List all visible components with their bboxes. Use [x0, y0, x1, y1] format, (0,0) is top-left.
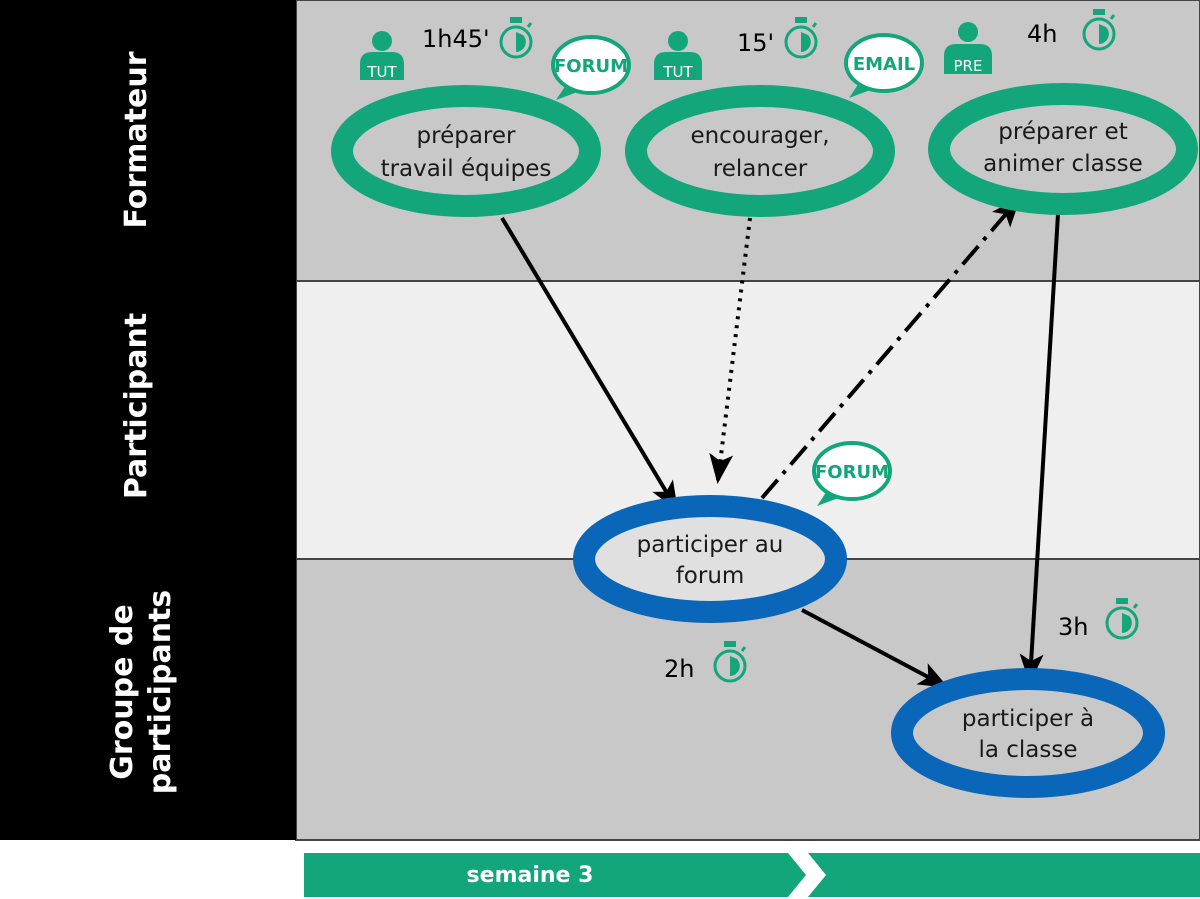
person-tut-icon: TUT [654, 31, 702, 81]
badge-pre: PRE [954, 57, 983, 75]
duration-label: 4h [1027, 20, 1057, 48]
timeline-next-week [808, 853, 1200, 897]
lane-label-groupe-line1: Groupe de [105, 604, 140, 779]
node-encourager[interactable]: encourager, relancer [625, 85, 895, 217]
arrow-forum-to-classe [801, 608, 949, 688]
bubble-label: EMAIL [853, 54, 915, 75]
person-tut-icon: TUT [360, 31, 404, 81]
timeline-week-label: semaine 3 [467, 863, 594, 888]
stopwatch-icon [784, 17, 818, 59]
node-label-line: animer classe [983, 151, 1143, 177]
stopwatch-icon [1105, 598, 1139, 640]
node-label-line: la classe [978, 737, 1077, 763]
badge-tut: TUT [366, 63, 397, 81]
stopwatch-icon [1082, 9, 1116, 51]
node-label-line: participer à [962, 706, 1094, 732]
arrow-forum-to-classe-prep [760, 196, 1021, 500]
stopwatch-icon [713, 641, 747, 683]
arrow-animer-to-classe [1019, 213, 1060, 684]
node-preparer-classe[interactable]: préparer et animer classe [928, 83, 1198, 215]
email-bubble-icon: EMAIL [844, 33, 924, 98]
node-label-line: encourager, [690, 123, 829, 149]
node-label-line: participer au [637, 532, 784, 558]
forum-bubble-icon: FORUM [812, 441, 892, 506]
person-pre-icon: PRE [944, 22, 992, 75]
bubble-label: FORUM [815, 462, 889, 483]
duration-label: 15' [737, 29, 774, 57]
stopwatch-icon [499, 17, 533, 59]
duration-label: 3h [1058, 613, 1088, 641]
arrow-travail-to-forum [500, 216, 679, 512]
node-label-line: relancer [713, 156, 808, 182]
duration-label: 2h [664, 655, 694, 683]
node-label-line: préparer [417, 123, 516, 149]
lane-label-participant: Participant [119, 313, 154, 499]
lane-label-column [0, 0, 296, 840]
forum-bubble-icon: FORUM [551, 35, 631, 100]
timeline-week3-arrow [304, 853, 806, 897]
duration-label: 1h45' [422, 25, 490, 53]
lane-label-formateur: Formateur [119, 51, 154, 228]
badge-tut: TUT [662, 63, 693, 81]
node-participer-forum[interactable]: participer au forum [573, 495, 847, 623]
node-label-line: travail équipes [381, 156, 552, 182]
lane-label-groupe-line2: participants [143, 590, 178, 794]
bubble-label: FORUM [554, 56, 628, 77]
node-participer-classe[interactable]: participer à la classe [891, 668, 1165, 798]
node-label-line: forum [676, 563, 745, 589]
node-preparer-travail[interactable]: préparer travail équipes [331, 85, 601, 217]
node-label-line: préparer et [998, 119, 1127, 145]
